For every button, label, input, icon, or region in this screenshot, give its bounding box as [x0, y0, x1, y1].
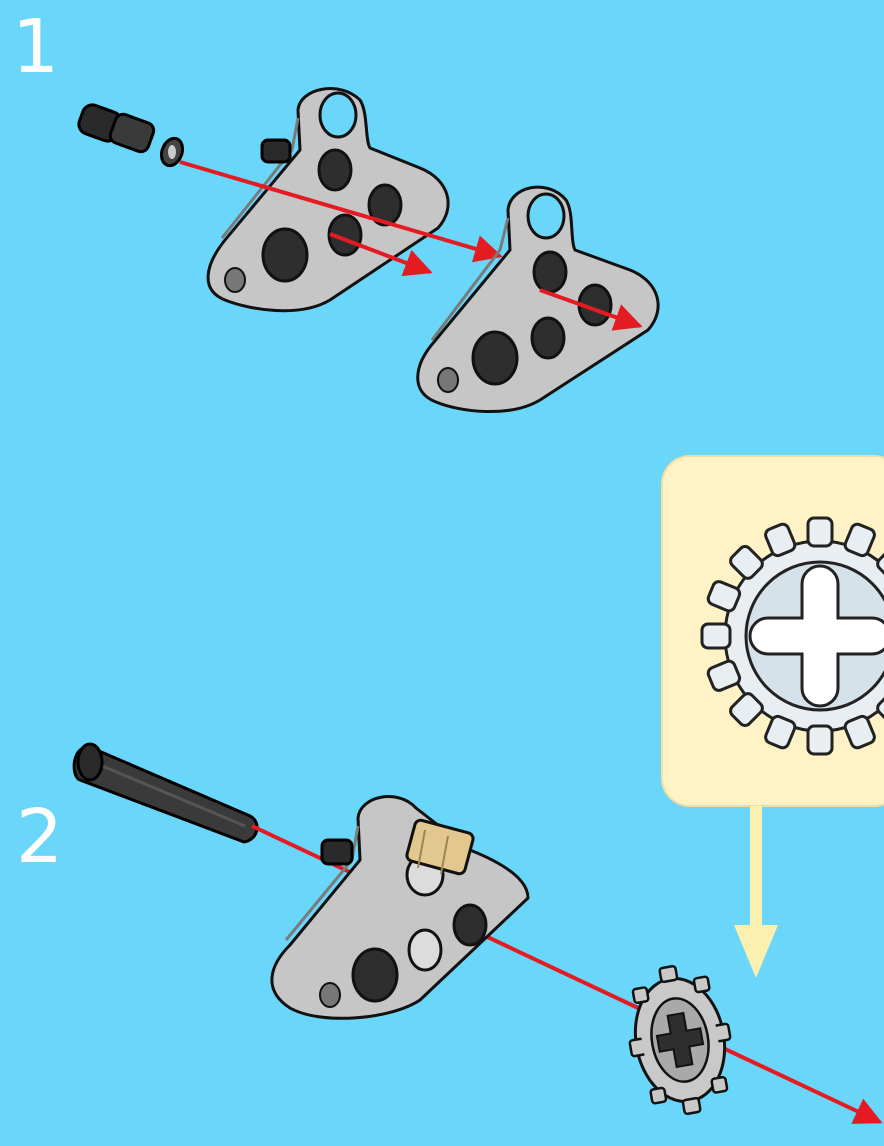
triangle-beam-icon — [418, 187, 658, 411]
callout-down-arrow-icon — [734, 806, 778, 978]
gear-icon — [618, 958, 742, 1121]
connector-peg-icon — [76, 102, 186, 169]
axle-icon — [74, 744, 257, 842]
triangle-beam-icon — [272, 797, 528, 1019]
gear-callout — [662, 456, 884, 978]
triangle-beam-icon — [208, 89, 448, 311]
